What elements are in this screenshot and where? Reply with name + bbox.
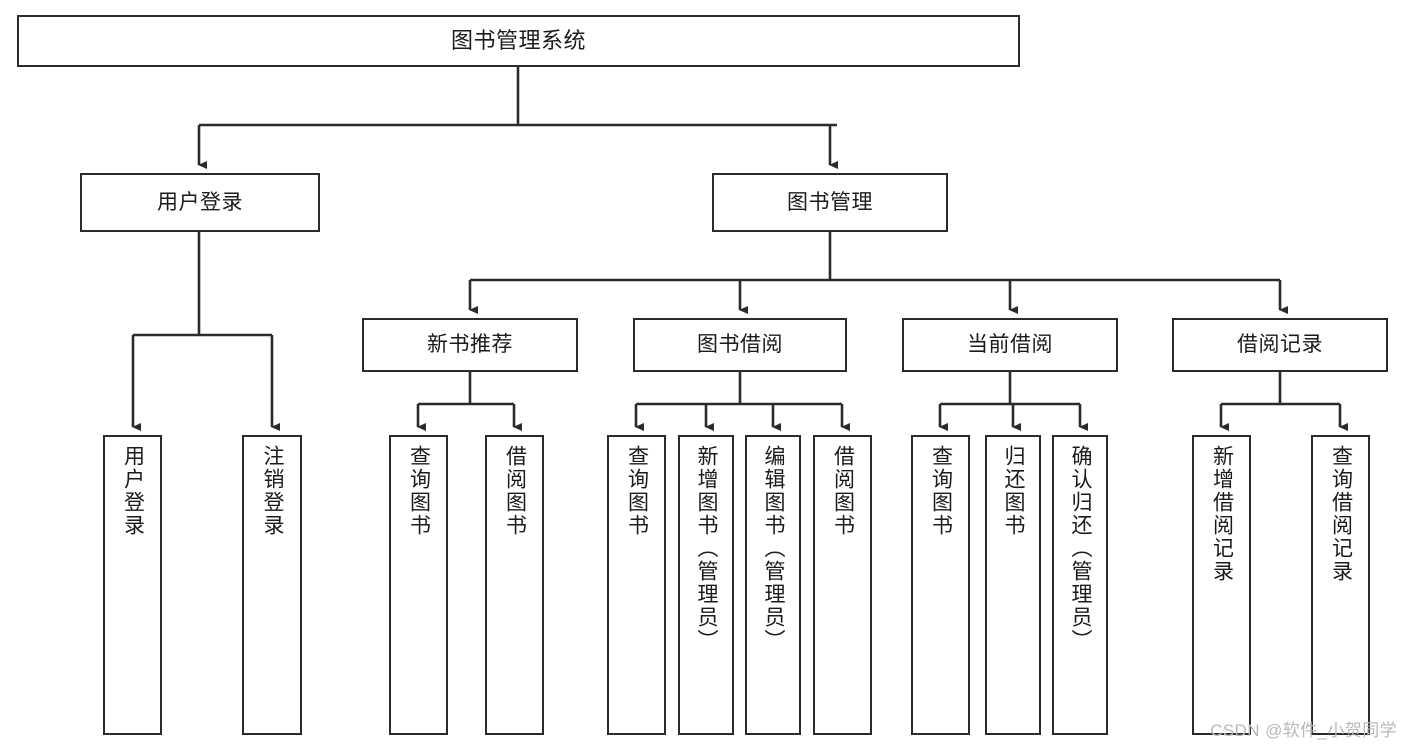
watermark: CSDN @软件_小贺同学 [1210, 721, 1397, 740]
leaf-return-book-label: 归还图书 [1002, 445, 1026, 537]
leaf-query-borrow-record[interactable]: 查询借阅记录 [1311, 435, 1370, 735]
leaf-edit-book-admin-label: 编辑图书（管理员） [762, 445, 786, 652]
leaf-borrow-book[interactable]: 借阅图书 [813, 435, 872, 735]
leaf-edit-book-admin[interactable]: 编辑图书（管理员） [745, 435, 801, 735]
leaf-logout[interactable]: 注销登录 [242, 435, 302, 735]
leaf-query-book-borrow[interactable]: 查询图书 [607, 435, 666, 735]
node-book-borrow-label: 图书借阅 [697, 333, 783, 357]
leaf-query-book-recommend[interactable]: 查询图书 [389, 435, 448, 735]
node-new-book-recommend-label: 新书推荐 [427, 333, 513, 357]
leaf-borrow-book-recommend-label: 借阅图书 [503, 445, 527, 537]
node-current-borrow[interactable]: 当前借阅 [902, 318, 1118, 372]
leaf-add-book-admin[interactable]: 新增图书（管理员） [678, 435, 734, 735]
node-book-management-label: 图书管理 [787, 190, 873, 214]
leaf-query-book-recommend-label: 查询图书 [407, 445, 431, 537]
node-current-borrow-label: 当前借阅 [967, 333, 1053, 357]
node-book-management[interactable]: 图书管理 [712, 173, 948, 232]
leaf-confirm-return-admin-label: 确认归还（管理员） [1069, 445, 1093, 652]
node-user-login[interactable]: 用户登录 [80, 173, 320, 232]
node-borrow-record-label: 借阅记录 [1237, 333, 1323, 357]
leaf-user-login[interactable]: 用户登录 [103, 435, 162, 735]
node-root[interactable]: 图书管理系统 [17, 15, 1020, 67]
node-book-borrow[interactable]: 图书借阅 [633, 318, 847, 372]
leaf-borrow-book-recommend[interactable]: 借阅图书 [485, 435, 544, 735]
leaf-confirm-return-admin[interactable]: 确认归还（管理员） [1052, 435, 1108, 735]
node-root-label: 图书管理系统 [450, 27, 586, 53]
node-user-login-label: 用户登录 [157, 190, 243, 214]
leaf-query-borrow-record-label: 查询借阅记录 [1329, 445, 1353, 583]
leaf-logout-label: 注销登录 [261, 445, 285, 537]
leaf-user-login-label: 用户登录 [121, 445, 145, 537]
leaf-query-book-borrow-label: 查询图书 [625, 445, 649, 537]
leaf-borrow-book-label: 借阅图书 [831, 445, 855, 537]
node-borrow-record[interactable]: 借阅记录 [1172, 318, 1388, 372]
leaf-query-book-current-label: 查询图书 [929, 445, 953, 537]
leaf-add-borrow-record[interactable]: 新增借阅记录 [1192, 435, 1251, 735]
leaf-add-borrow-record-label: 新增借阅记录 [1210, 445, 1234, 583]
leaf-query-book-current[interactable]: 查询图书 [911, 435, 970, 735]
leaf-return-book[interactable]: 归还图书 [985, 435, 1041, 735]
leaf-add-book-admin-label: 新增图书（管理员） [695, 445, 719, 652]
node-new-book-recommend[interactable]: 新书推荐 [362, 318, 578, 372]
